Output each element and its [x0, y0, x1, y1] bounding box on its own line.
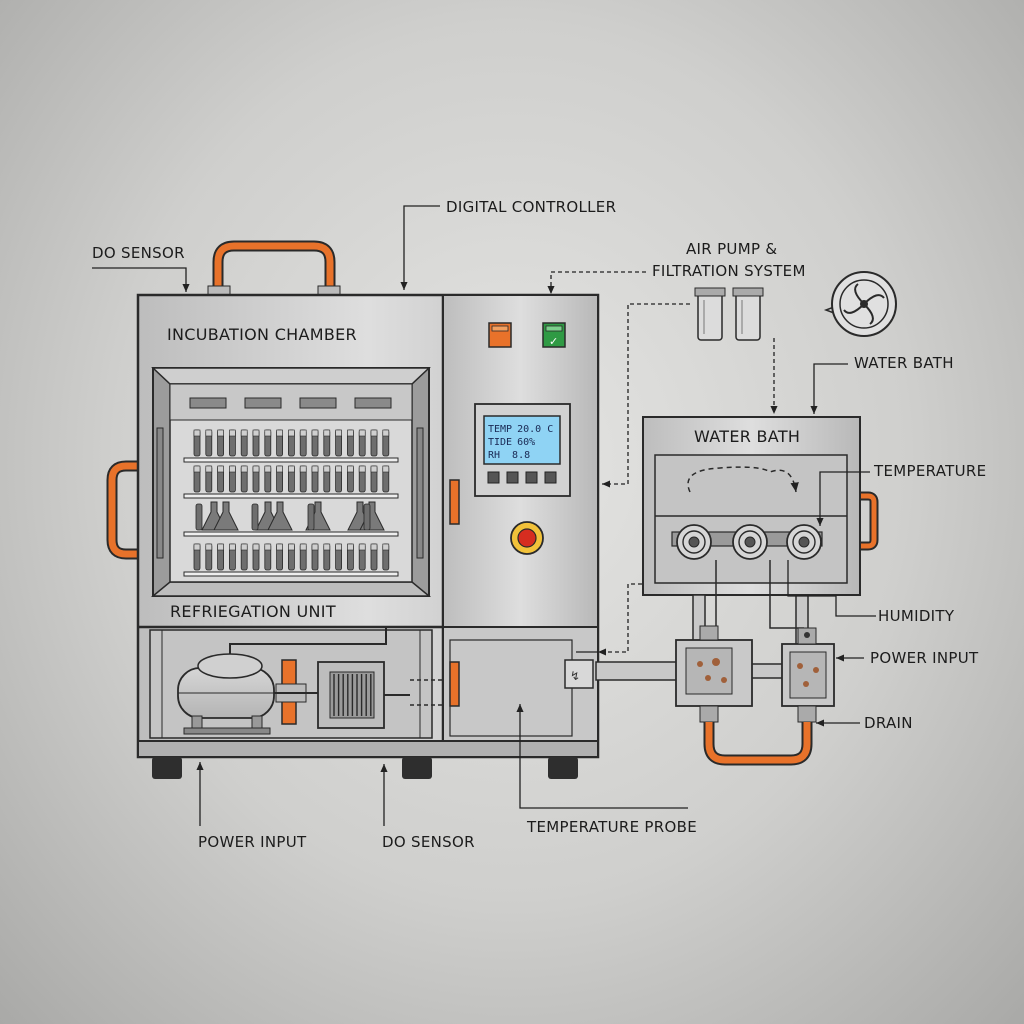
- label-temperature-probe: TEMPERATURE PROBE: [526, 818, 697, 836]
- test-tube: [363, 503, 371, 531]
- lcd-screen: [483, 415, 561, 465]
- shelf: [183, 457, 399, 463]
- svg-text:↯: ↯: [570, 669, 580, 683]
- door-latch[interactable]: [449, 479, 460, 525]
- lower-door-latch[interactable]: [449, 661, 460, 707]
- controller-panel: ✓ TEMP 20.0 C TIDE 60% RH 8.8: [442, 294, 599, 628]
- label-power-input-right: POWER INPUT: [870, 649, 979, 667]
- label-do-sensor-bottom: DO SENSOR: [382, 833, 475, 851]
- label-temperature: TEMPERATURE: [873, 462, 986, 480]
- lcd-temp-label: TEMP: [488, 424, 512, 435]
- label-humidity: HUMIDITY: [878, 607, 955, 625]
- main-cabinet: INCUBATION CHAMBER REFRIEGATION UNIT: [106, 240, 600, 779]
- refrigeration-unit-title: REFRIEGATION UNIT: [170, 602, 336, 621]
- shelf: [183, 493, 399, 499]
- lcd-rh-value: 8.8: [512, 450, 530, 461]
- shelf: [183, 531, 399, 537]
- humidity-valve: [675, 625, 753, 723]
- refrigeration-unit: [149, 628, 444, 739]
- foot: [402, 757, 432, 779]
- label-water-bath: WATER BATH: [854, 354, 954, 372]
- compressor: [177, 653, 275, 735]
- lcd-tide-value: 60%: [517, 437, 535, 448]
- chamber-vents: [189, 397, 392, 409]
- svg-text:RH8.8: RH 8.8: [488, 450, 530, 461]
- keypad-button[interactable]: [506, 471, 519, 484]
- label-do-sensor-top: DO SENSOR: [92, 244, 185, 262]
- test-tube: [251, 503, 259, 531]
- power-input-valve: [781, 627, 835, 723]
- flask: [267, 501, 293, 531]
- test-tube: [195, 503, 203, 531]
- foot: [152, 757, 182, 779]
- controller-keypad: [487, 471, 557, 484]
- label-digital-controller: DIGITAL CONTROLLER: [446, 198, 616, 216]
- shelf: [183, 571, 399, 577]
- foot: [548, 757, 578, 779]
- drain-hose: [703, 722, 813, 766]
- flask: [213, 501, 239, 531]
- circulation-pumps: [676, 524, 822, 560]
- water-bath: WATER BATH: [642, 416, 879, 596]
- lcd-tide-label: TIDE: [488, 437, 512, 448]
- lcd-temp-value: 20.0 C: [517, 424, 553, 435]
- keypad-button[interactable]: [525, 471, 538, 484]
- air-pump-filters: [694, 287, 764, 341]
- condenser-coil: [317, 661, 385, 729]
- fan-icon: [823, 271, 897, 337]
- label-air-pump-line1: AIR PUMP &: [686, 240, 777, 258]
- water-bath-title: WATER BATH: [694, 427, 800, 446]
- incubation-chamber-title: INCUBATION CHAMBER: [167, 325, 357, 344]
- test-tube: [307, 503, 315, 531]
- chamber-window: [150, 367, 432, 597]
- label-drain: DRAIN: [864, 714, 913, 732]
- check-icon: ✓: [549, 335, 558, 348]
- lcd-rh-label: RH: [488, 450, 500, 461]
- label-air-pump-line2: FILTRATION SYSTEM: [652, 262, 806, 280]
- label-power-input-bottom: POWER INPUT: [198, 833, 307, 851]
- sample-shelves: [183, 429, 399, 577]
- top-handle: [212, 240, 336, 292]
- keypad-button[interactable]: [544, 471, 557, 484]
- callout-lines: [92, 205, 876, 826]
- keypad-button[interactable]: [487, 471, 500, 484]
